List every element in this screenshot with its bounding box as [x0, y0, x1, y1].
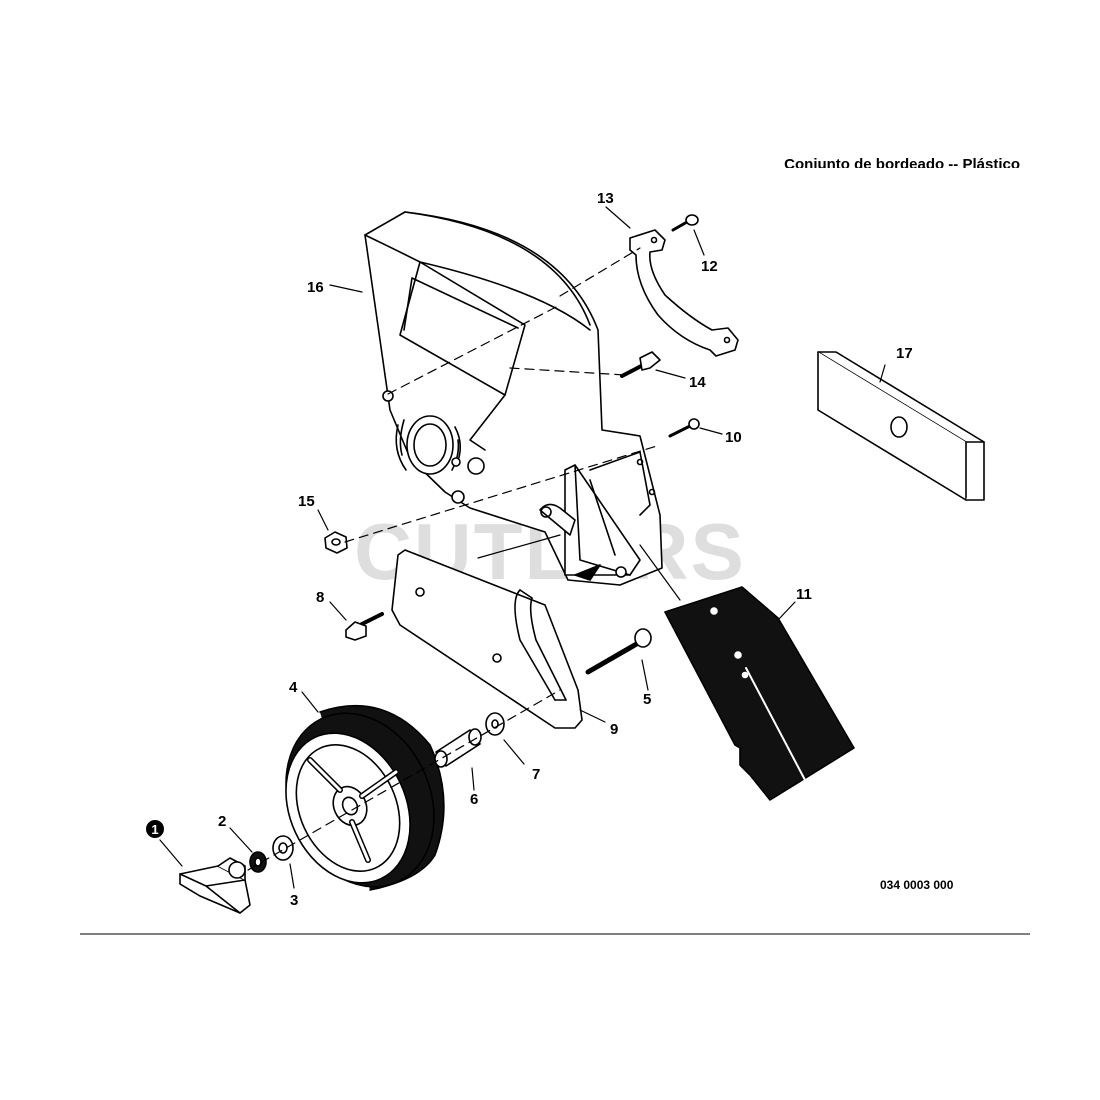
part-screw-12 — [671, 214, 699, 232]
part-knob — [179, 857, 251, 914]
callout-14: 14 — [689, 374, 706, 391]
part-nut-2 — [249, 851, 267, 873]
callout-1: 1 — [151, 822, 158, 837]
callout-15: 15 — [298, 493, 315, 510]
callout-9: 9 — [610, 721, 618, 738]
part-bolt-5 — [585, 628, 652, 675]
part-deflector — [664, 586, 855, 801]
part-bolt-8 — [345, 612, 384, 641]
callout-6: 6 — [470, 791, 478, 808]
part-screw-10 — [668, 418, 700, 438]
part-spacer-6 — [434, 728, 482, 768]
callout-7: 7 — [532, 766, 540, 783]
leader-lines — [159, 206, 886, 889]
part-strap-bracket — [629, 229, 739, 357]
part-height-plate — [391, 549, 583, 729]
part-guard-housing — [364, 211, 663, 586]
part-nut-15 — [324, 531, 348, 554]
part-washer-3 — [272, 835, 294, 861]
part-washer-7 — [485, 712, 505, 736]
callout-5: 5 — [643, 691, 651, 708]
callout-8: 8 — [316, 589, 324, 606]
callout-4: 4 — [289, 679, 298, 696]
callout-16: 16 — [307, 279, 324, 296]
part-blade — [817, 351, 985, 501]
drawing-number: 034 0003 000 — [880, 878, 954, 892]
callout-3: 3 — [290, 892, 298, 909]
diagram-title: Conjunto de bordeado -- Plástico — [784, 156, 1020, 168]
callout-10: 10 — [725, 429, 742, 446]
part-wheel — [285, 705, 445, 891]
callout-11: 11 — [796, 586, 812, 603]
callout-1-badge: 1 — [146, 820, 164, 838]
callout-17: 17 — [896, 345, 913, 362]
callout-2: 2 — [218, 813, 226, 830]
part-bolt-14 — [620, 351, 661, 378]
callout-13: 13 — [597, 190, 614, 207]
callout-12: 12 — [701, 258, 718, 275]
